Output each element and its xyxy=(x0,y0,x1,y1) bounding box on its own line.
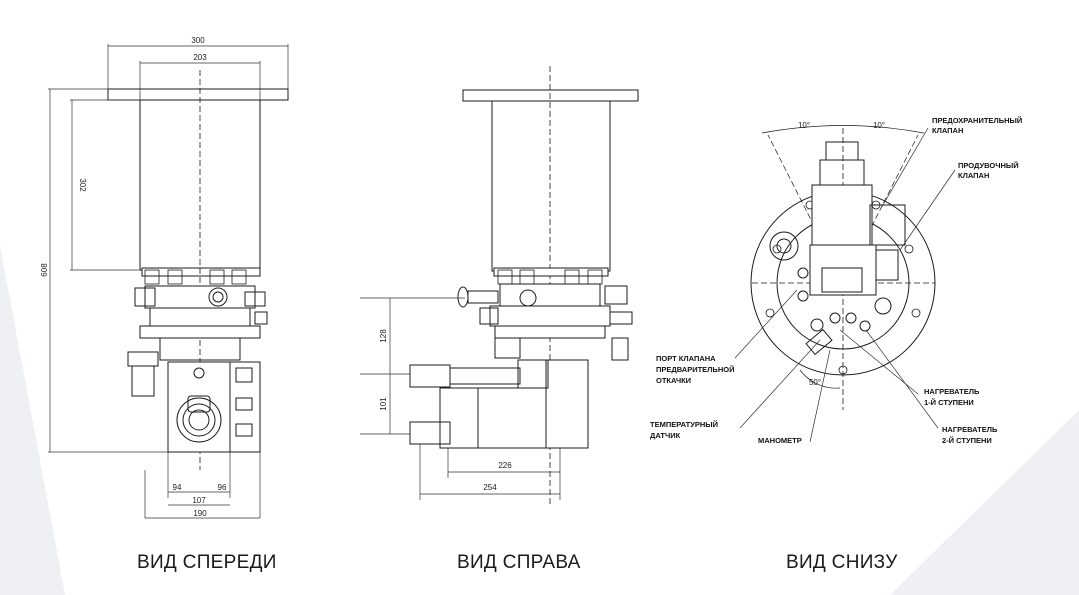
label-preevac-port-1: ПОРТ КЛАПАНА xyxy=(656,354,716,363)
front-view-drawing xyxy=(48,44,289,519)
bottom-callout-labels: ПРЕДОХРАНИТЕЛЬНЫЙ КЛАПАН ПРОДУВОЧНЫЙ КЛА… xyxy=(650,116,1022,445)
label-preevac-port-2: ПРЕДВАРИТЕЛЬНОЙ xyxy=(656,365,734,374)
dim-302: 302 xyxy=(78,178,87,192)
dim-190: 190 xyxy=(193,509,207,518)
label-safety-valve-1: ПРЕДОХРАНИТЕЛЬНЫЙ xyxy=(932,116,1022,125)
dim-608: 608 xyxy=(40,263,49,277)
dim-254: 254 xyxy=(483,483,497,492)
dim-107: 107 xyxy=(192,496,206,505)
label-manometer: МАНОМЕТР xyxy=(758,436,802,445)
label-heater2-1: НАГРЕВАТЕЛЬ xyxy=(942,425,998,434)
dim-226: 226 xyxy=(498,461,512,470)
label-purge-valve-2: КЛАПАН xyxy=(958,171,989,180)
side-dimension-labels: 128 101 226 254 xyxy=(379,329,512,492)
label-heater1-1: НАГРЕВАТЕЛЬ xyxy=(924,387,980,396)
label-temp-sensor-1: ТЕМПЕРАТУРНЫЙ xyxy=(650,420,718,429)
bg-shade-left xyxy=(0,245,65,595)
label-heater1-2: 1-Й СТУПЕНИ xyxy=(924,398,974,407)
bottom-view-title: ВИД СНИЗУ xyxy=(786,552,898,573)
front-dimension-labels: 300 203 302 608 94 96 107 190 xyxy=(40,36,227,518)
dim-203: 203 xyxy=(193,53,207,62)
dim-128: 128 xyxy=(379,329,388,343)
dim-96: 96 xyxy=(218,483,227,492)
bottom-angle-labels: 10° 10° 50° xyxy=(798,121,885,387)
dim-300: 300 xyxy=(191,36,205,45)
bottom-view-drawing xyxy=(734,125,956,443)
label-heater2-2: 2-Й СТУПЕНИ xyxy=(942,436,992,445)
angle-50: 50° xyxy=(809,378,821,387)
angle-10-right: 10° xyxy=(873,121,885,130)
label-safety-valve-2: КЛАПАН xyxy=(932,126,963,135)
side-view-drawing xyxy=(360,66,639,505)
side-view-title: ВИД СПРАВА xyxy=(457,552,581,573)
bg-shade-right xyxy=(890,410,1079,595)
angle-10-left: 10° xyxy=(798,121,810,130)
dim-101: 101 xyxy=(379,397,388,411)
label-purge-valve-1: ПРОДУВОЧНЫЙ xyxy=(958,161,1019,170)
dim-94: 94 xyxy=(173,483,182,492)
front-view-title: ВИД СПЕРЕДИ xyxy=(137,552,277,573)
label-temp-sensor-2: ДАТЧИК xyxy=(650,431,681,440)
label-preevac-port-3: ОТКАЧКИ xyxy=(656,376,691,385)
